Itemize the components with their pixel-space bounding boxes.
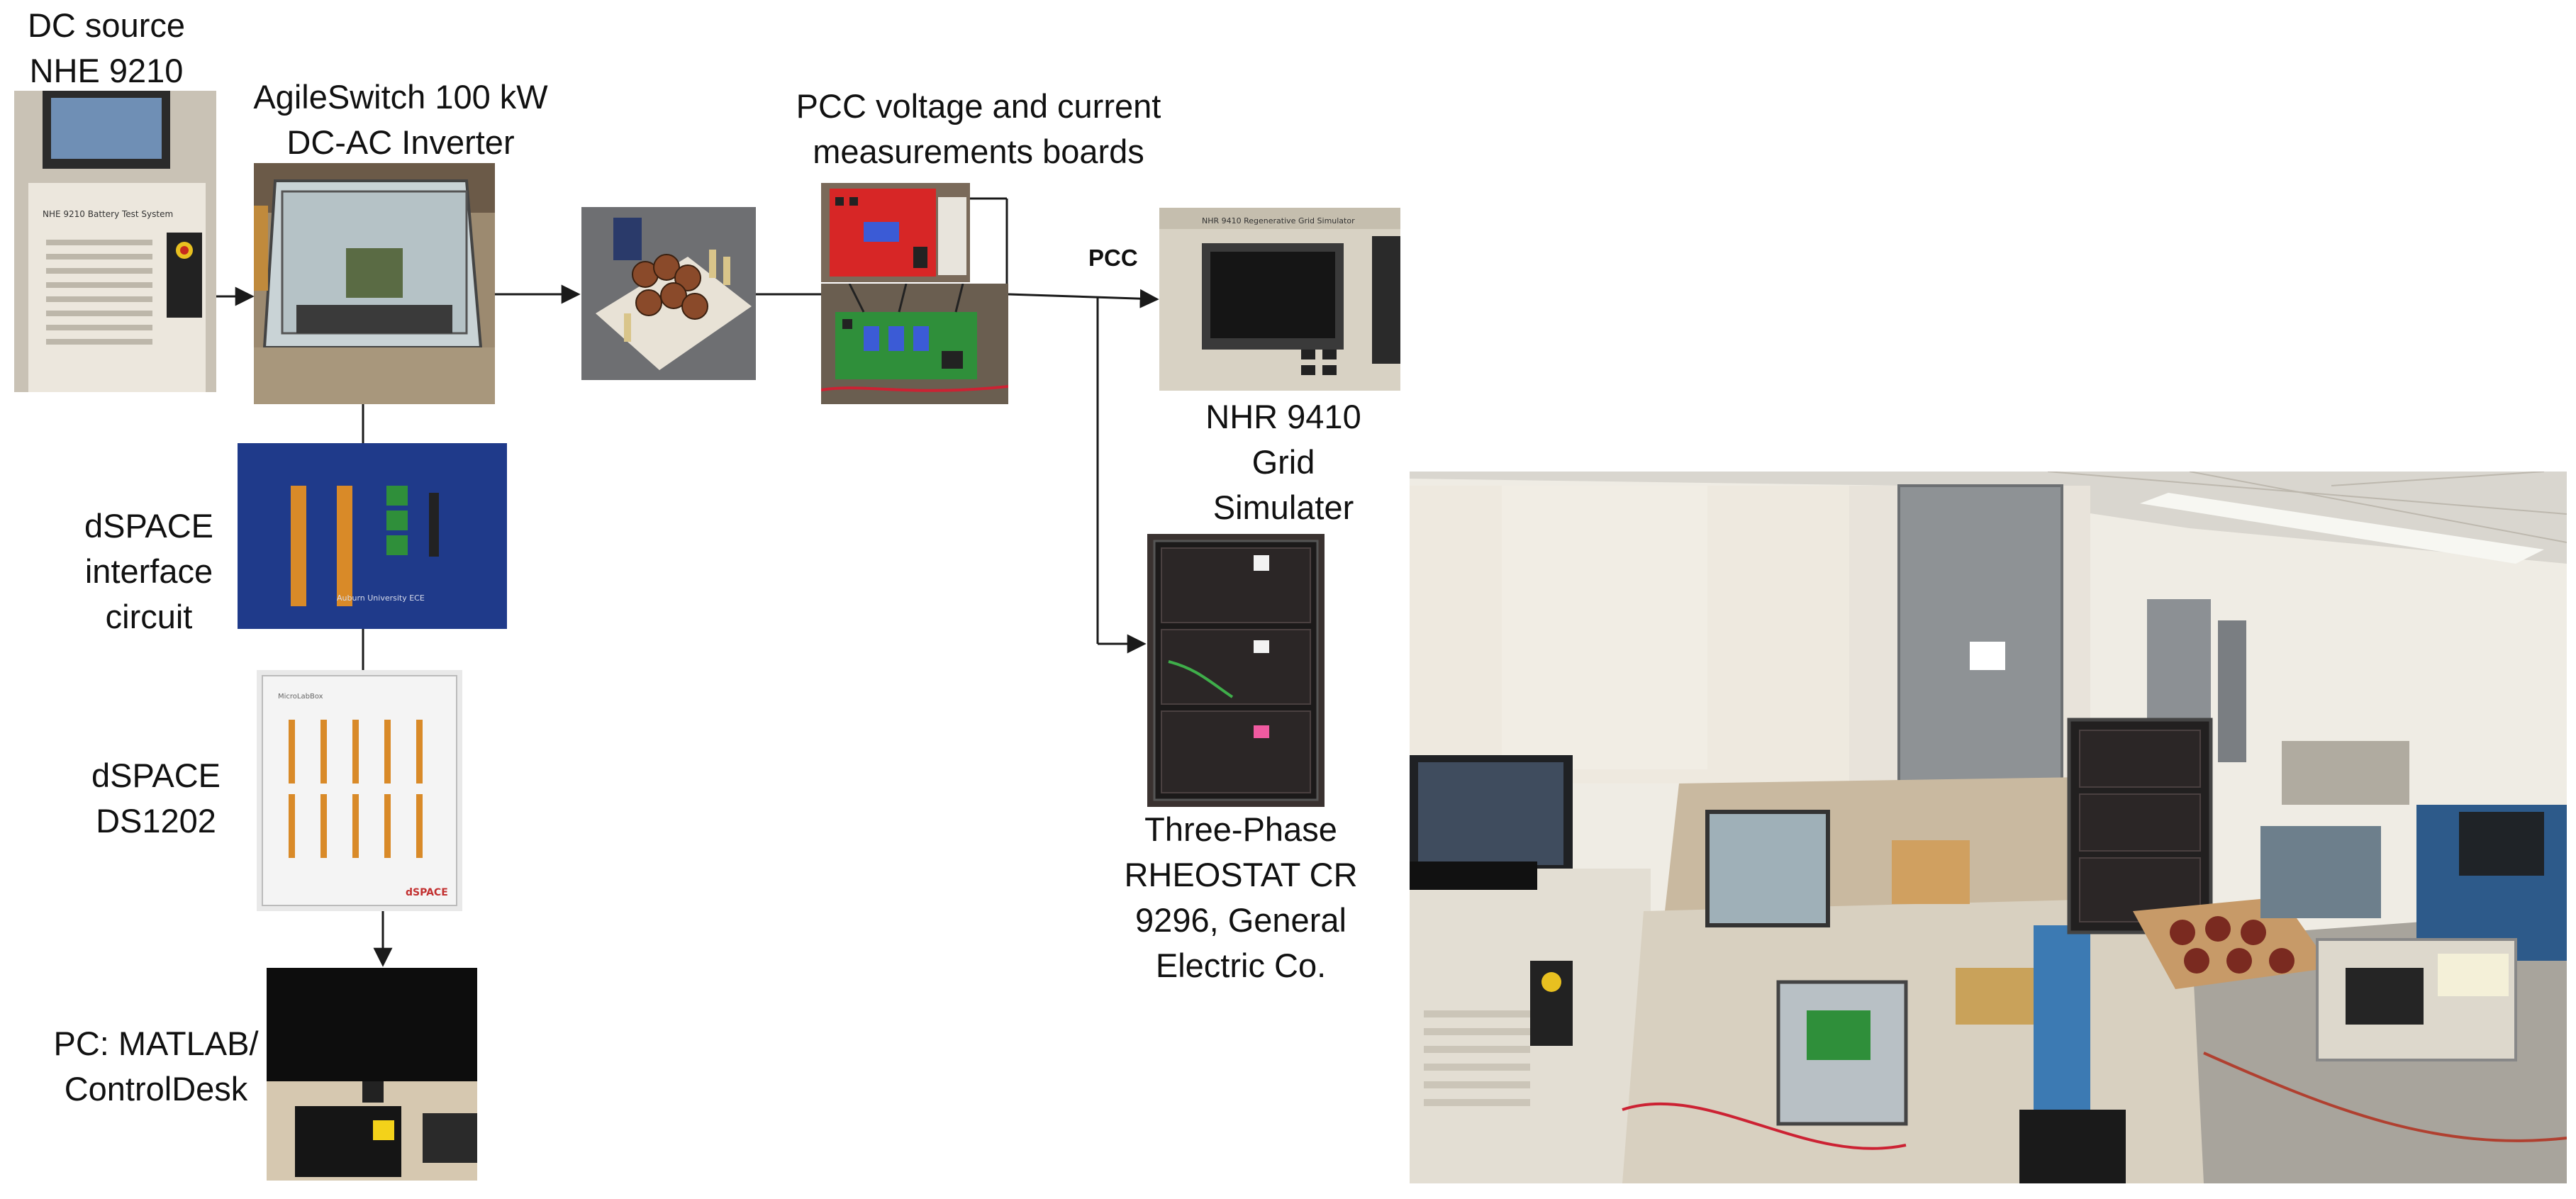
measurement-board-bottom-photo xyxy=(821,284,1008,404)
dc-source-photo: NHE 9210 Battery Test System xyxy=(14,91,216,392)
rheostat-photo xyxy=(1147,534,1325,807)
dspace-board-text: Auburn University ECE xyxy=(337,593,425,603)
lab-setup-photo xyxy=(1410,472,2567,1183)
dspace-brand-text: dSPACE xyxy=(406,887,448,898)
pc-photo xyxy=(267,968,477,1181)
filter-inductor-photo xyxy=(581,207,756,380)
pcc-label: PCC xyxy=(1088,245,1138,271)
dspace-interface-photo: Auburn University ECE xyxy=(238,443,507,629)
dspace-top-text: MicroLabBox xyxy=(278,693,323,701)
measurement-to-grid-arrow xyxy=(1008,289,1159,308)
measurement-board-top-photo xyxy=(821,183,970,282)
pc-label: PC: MATLAB/ControlDesk xyxy=(53,1025,259,1108)
dc-source-panel-text: NHE 9210 Battery Test System xyxy=(43,209,173,219)
grid-panel-text: NHR 9410 Regenerative Grid Simulator xyxy=(1202,216,1355,225)
grid-simulator-photo: NHR 9410 Regenerative Grid Simulator xyxy=(1159,208,1400,391)
inverter-photo xyxy=(254,163,495,404)
dspace-ds1202-photo: MicroLabBox dSPACE xyxy=(257,670,462,911)
